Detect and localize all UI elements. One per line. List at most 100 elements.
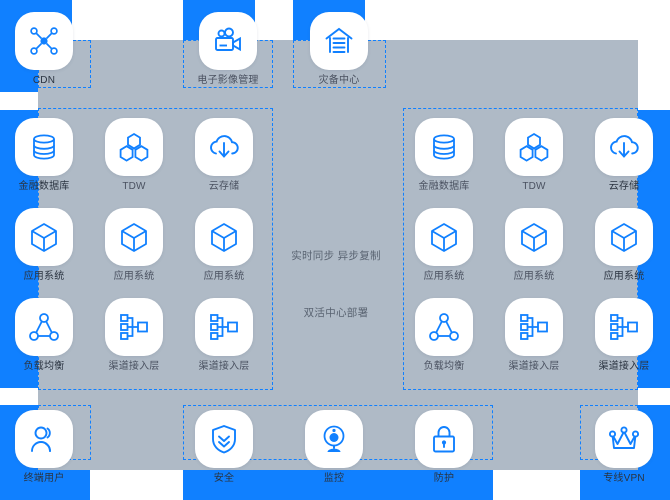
- node-label: 渠道接入层: [108, 361, 160, 372]
- app-system-tile[interactable]: [195, 208, 253, 266]
- load-balancer-tile[interactable]: [15, 298, 73, 356]
- panel-cutout-top-right: [638, 0, 670, 40]
- monitoring-tile[interactable]: [305, 410, 363, 468]
- node-right-app-system-3[interactable]: 应用系统: [594, 208, 654, 283]
- app-system-tile[interactable]: [15, 208, 73, 266]
- cube-icon: [28, 221, 60, 253]
- node-left-load-balancer[interactable]: 负载均衡: [14, 298, 74, 373]
- node-terminal-user[interactable]: 终端用户: [14, 410, 74, 485]
- node-label: 终端用户: [23, 473, 65, 484]
- app-system-tile[interactable]: [105, 208, 163, 266]
- node-label: 灾备中心: [318, 75, 360, 86]
- node-dedicated-vpn[interactable]: 专线VPN: [594, 410, 654, 485]
- financial-database-tile[interactable]: [415, 118, 473, 176]
- channel-access-tile[interactable]: [105, 298, 163, 356]
- panel-cutout-bottom-left: [0, 388, 38, 405]
- tdw-tile[interactable]: [505, 118, 563, 176]
- node-label: TDW: [522, 181, 546, 192]
- load-balancer-icon: [28, 311, 60, 343]
- app-system-tile[interactable]: [505, 208, 563, 266]
- node-label: CDN: [32, 75, 56, 86]
- cube-icon: [118, 221, 150, 253]
- tdw-tile[interactable]: [105, 118, 163, 176]
- database-icon: [28, 131, 60, 163]
- node-right-channel-access-2[interactable]: 渠道接入层: [594, 298, 654, 373]
- node-right-cloud-storage[interactable]: 云存储: [594, 118, 654, 193]
- cube-icon: [208, 221, 240, 253]
- node-left-app-system-2[interactable]: 应用系统: [104, 208, 164, 283]
- protection-tile[interactable]: [415, 410, 473, 468]
- cdn-network-icon: [27, 24, 61, 58]
- node-cdn[interactable]: CDN: [14, 12, 74, 87]
- node-left-channel-access-1[interactable]: 渠道接入层: [104, 298, 164, 373]
- cloud-storage-tile[interactable]: [595, 118, 653, 176]
- node-label: 应用系统: [513, 271, 555, 282]
- node-label: 负载均衡: [23, 361, 65, 372]
- node-left-app-system-3[interactable]: 应用系统: [194, 208, 254, 283]
- cdn-tile[interactable]: [15, 12, 73, 70]
- node-protection[interactable]: 防护: [414, 410, 474, 485]
- cloud-storage-tile[interactable]: [195, 118, 253, 176]
- channel-access-tile[interactable]: [505, 298, 563, 356]
- cube-icon: [428, 221, 460, 253]
- node-right-app-system-1[interactable]: 应用系统: [414, 208, 474, 283]
- tree-topology-icon: [118, 311, 150, 343]
- node-right-channel-access-1[interactable]: 渠道接入层: [504, 298, 564, 373]
- node-right-financial-database[interactable]: 金融数据库: [414, 118, 474, 193]
- panel-cutout-right-edge: [638, 388, 670, 405]
- node-left-tdw[interactable]: TDW: [104, 118, 164, 193]
- node-disaster-recovery-center[interactable]: 灾备中心: [309, 12, 369, 87]
- load-balancer-icon: [428, 311, 460, 343]
- app-system-tile[interactable]: [595, 208, 653, 266]
- node-label: 云存储: [208, 181, 240, 192]
- node-label: 渠道接入层: [198, 361, 250, 372]
- node-left-cloud-storage[interactable]: 云存储: [194, 118, 254, 193]
- database-icon: [428, 131, 460, 163]
- node-security[interactable]: 安全: [194, 410, 254, 485]
- node-label: 应用系统: [203, 271, 245, 282]
- cloud-download-icon: [607, 130, 641, 164]
- node-label: 渠道接入层: [508, 361, 560, 372]
- deployment-annotation: 双活中心部署: [303, 307, 369, 319]
- node-left-financial-database[interactable]: 金融数据库: [14, 118, 74, 193]
- node-right-tdw[interactable]: TDW: [504, 118, 564, 193]
- node-label: 应用系统: [423, 271, 465, 282]
- hexagon-cluster-icon: [118, 131, 150, 163]
- node-label: 渠道接入层: [598, 361, 650, 372]
- hexagon-cluster-icon: [518, 131, 550, 163]
- node-electronic-imaging[interactable]: 电子影像管理: [197, 12, 258, 87]
- user-icon: [28, 423, 60, 455]
- terminal-user-tile[interactable]: [15, 410, 73, 468]
- disaster-recovery-tile[interactable]: [310, 12, 368, 70]
- cloud-download-icon: [207, 130, 241, 164]
- node-monitoring[interactable]: 监控: [304, 410, 364, 485]
- sync-annotation: 实时同步 异步复制: [291, 250, 381, 262]
- shield-icon: [208, 423, 240, 455]
- dedicated-vpn-tile[interactable]: [595, 410, 653, 468]
- node-right-load-balancer[interactable]: 负载均衡: [414, 298, 474, 373]
- node-right-app-system-2[interactable]: 应用系统: [504, 208, 564, 283]
- financial-database-tile[interactable]: [15, 118, 73, 176]
- node-label: 云存储: [608, 181, 640, 192]
- node-label: 应用系统: [113, 271, 155, 282]
- disaster-recovery-house-icon: [322, 24, 356, 58]
- tree-topology-icon: [518, 311, 550, 343]
- node-label: TDW: [122, 181, 146, 192]
- load-balancer-tile[interactable]: [415, 298, 473, 356]
- app-system-tile[interactable]: [415, 208, 473, 266]
- node-left-channel-access-2[interactable]: 渠道接入层: [194, 298, 254, 373]
- camera-monitor-icon: [318, 423, 350, 455]
- channel-access-tile[interactable]: [595, 298, 653, 356]
- node-label: 专线VPN: [603, 473, 645, 484]
- channel-access-tile[interactable]: [195, 298, 253, 356]
- node-label: 防护: [433, 473, 455, 484]
- tree-topology-icon: [608, 311, 640, 343]
- node-label: 金融数据库: [18, 181, 70, 192]
- electronic-imaging-tile[interactable]: [199, 12, 257, 70]
- security-tile[interactable]: [195, 410, 253, 468]
- node-left-app-system-1[interactable]: 应用系统: [14, 208, 74, 283]
- panel-cutout-top-left: [0, 92, 38, 110]
- cube-icon: [608, 221, 640, 253]
- tree-topology-icon: [208, 311, 240, 343]
